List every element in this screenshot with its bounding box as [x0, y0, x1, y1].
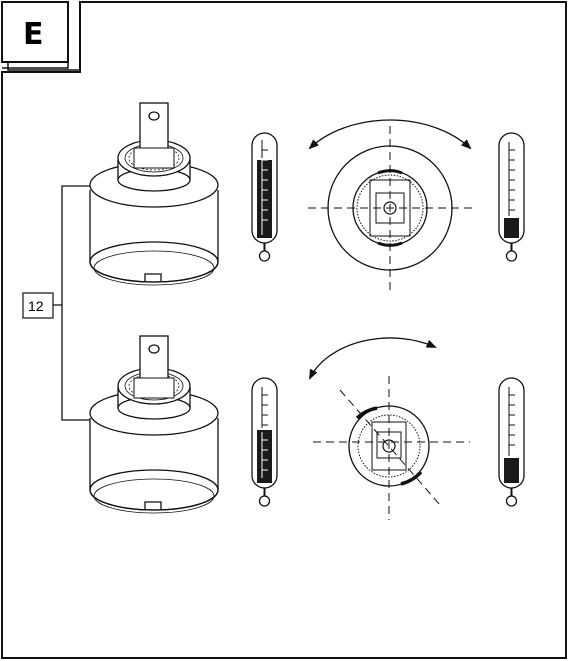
thermometer-cold-icon	[498, 132, 525, 262]
thermometer-cool-icon	[498, 377, 525, 507]
cartridge-top	[89, 102, 219, 286]
section-letter: E	[23, 17, 44, 52]
top-view-dial-top	[308, 119, 472, 290]
cartridge-bottom	[89, 335, 219, 514]
callout-number: 12	[28, 298, 44, 314]
thermometer-warm-icon	[251, 377, 278, 507]
thermometer-hot-icon	[251, 132, 278, 262]
top-view-dial-bottom	[309, 337, 470, 520]
